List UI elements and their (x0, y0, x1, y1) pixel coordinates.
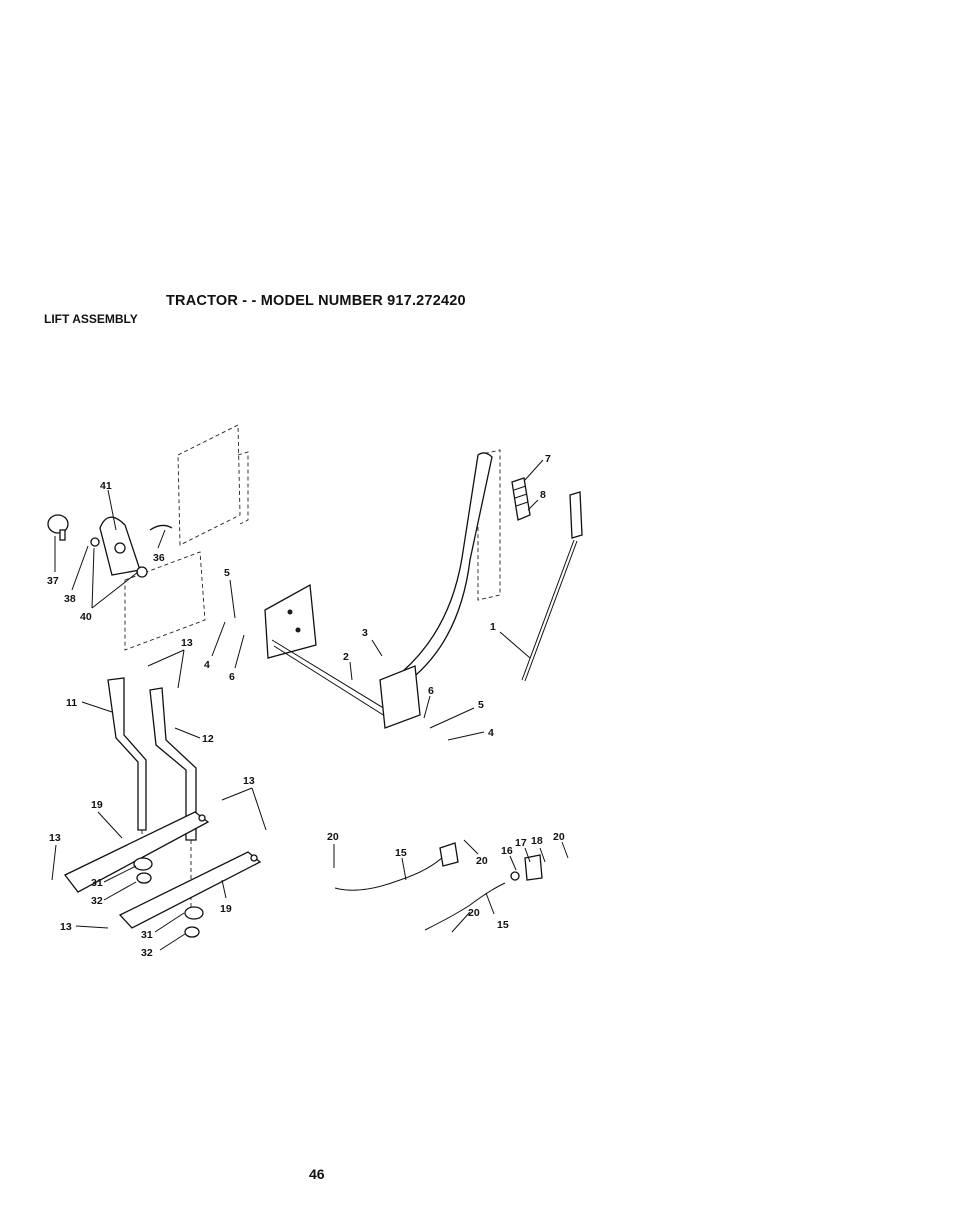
callout-36: 36 (153, 552, 165, 564)
callout-19-upper: 19 (91, 799, 103, 811)
callout-13-mid: 13 (243, 775, 255, 787)
callout-7: 7 (545, 453, 551, 465)
callout-4-right: 4 (488, 727, 494, 739)
lift-arm-lower (118, 851, 262, 929)
release-rod (521, 491, 583, 682)
lift-shaft (264, 583, 391, 719)
spacer (133, 857, 153, 871)
lift-lever (379, 452, 493, 729)
callout-6-left: 6 (229, 671, 235, 683)
callout-18: 18 (531, 835, 543, 847)
callout-13-top: 13 (181, 637, 193, 649)
page-number: 46 (309, 1166, 325, 1182)
spring (149, 524, 173, 531)
callout-labels: 1 2 3 4 4 5 5 6 6 7 8 11 12 13 13 13 13 … (47, 453, 565, 959)
adjustment-rod-upper (334, 842, 459, 891)
knob (47, 514, 69, 541)
callout-37: 37 (47, 575, 59, 587)
lift-link-12 (149, 687, 197, 841)
callout-3: 3 (362, 627, 368, 639)
callout-40: 40 (80, 611, 92, 623)
callout-15-upper: 15 (395, 847, 407, 859)
callout-19-lower: 19 (220, 903, 232, 915)
callout-15-lower: 15 (497, 919, 509, 931)
callout-16: 16 (501, 845, 513, 857)
leader-lines (51, 459, 569, 951)
callout-5-left: 5 (224, 567, 230, 579)
callout-20-left: 20 (327, 831, 339, 843)
lift-link-11 (107, 677, 147, 831)
callout-32-lower: 32 (141, 947, 153, 959)
washer (136, 566, 148, 578)
callout-5-right: 5 (478, 699, 484, 711)
callout-11: 11 (66, 697, 77, 709)
spacer (184, 906, 204, 920)
callout-17: 17 (515, 837, 527, 849)
callout-38: 38 (64, 593, 76, 605)
section-heading: LIFT ASSEMBLY (44, 312, 138, 326)
callout-2: 2 (343, 651, 349, 663)
handle-grip (511, 477, 531, 521)
callout-1: 1 (490, 621, 496, 633)
callout-20-upper: 20 (476, 855, 488, 867)
diagram-title: TRACTOR - - MODEL NUMBER 917.272420 (166, 293, 466, 309)
callout-32-upper: 32 (91, 895, 103, 907)
callout-13-bottom: 13 (60, 921, 72, 933)
nut (184, 926, 200, 938)
callout-41: 41 (100, 480, 112, 492)
callout-4-left: 4 (204, 659, 210, 671)
callout-12: 12 (202, 733, 214, 745)
callout-31-upper: 31 (91, 877, 103, 889)
link-centerline (141, 830, 192, 915)
callout-20-right: 20 (553, 831, 565, 843)
callout-13-left: 13 (49, 832, 61, 844)
callout-6-right: 6 (428, 685, 434, 697)
callout-20-lower: 20 (468, 907, 480, 919)
lift-arm-upper (63, 811, 210, 893)
lift-bracket (99, 516, 141, 576)
nut (136, 872, 152, 884)
washer (90, 537, 100, 547)
callout-31-lower: 31 (141, 929, 153, 941)
frame-outline (124, 424, 501, 651)
callout-8: 8 (540, 489, 546, 501)
